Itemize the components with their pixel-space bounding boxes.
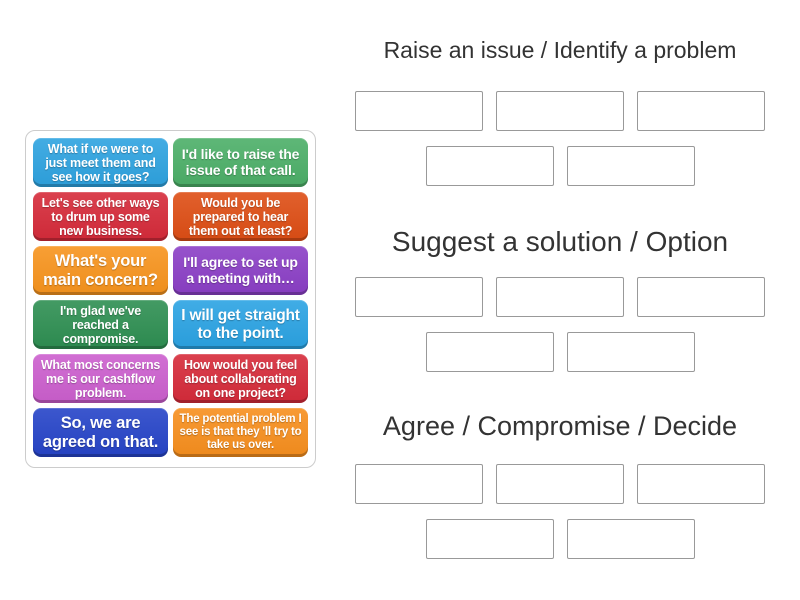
slot-row bbox=[330, 331, 790, 372]
drop-slot[interactable] bbox=[355, 276, 483, 317]
drop-slot[interactable] bbox=[496, 276, 624, 317]
card-panel: What if we were to just meet them and se… bbox=[25, 130, 316, 468]
card-text: The potential problem I see is that they… bbox=[179, 413, 302, 451]
drop-slot[interactable] bbox=[496, 90, 624, 131]
group-label: Raise an issue / Identify a problem bbox=[383, 37, 737, 63]
slot-row bbox=[330, 276, 790, 317]
slot-row bbox=[330, 90, 790, 131]
drop-slot[interactable] bbox=[355, 463, 483, 504]
drop-slot[interactable] bbox=[566, 145, 695, 186]
card-text: I'll agree to set up a meeting with… bbox=[183, 253, 298, 286]
slot-row bbox=[330, 145, 790, 186]
card-text: Let's see other ways to drum up some new… bbox=[41, 195, 160, 238]
draggable-card[interactable]: I'll agree to set up a meeting with… bbox=[173, 246, 308, 295]
draggable-card[interactable]: What if we were to just meet them and se… bbox=[33, 138, 168, 187]
group-1: Raise an issue / Identify a problem bbox=[330, 36, 790, 186]
slot-row bbox=[330, 518, 790, 559]
draggable-card[interactable]: The potential problem I see is that they… bbox=[173, 408, 308, 457]
card-text: What's your main concern? bbox=[43, 252, 158, 289]
card-text: I will get straight to the point. bbox=[181, 307, 300, 342]
slot-row bbox=[330, 463, 790, 504]
drop-slot[interactable] bbox=[425, 518, 554, 559]
drop-slot[interactable] bbox=[425, 145, 554, 186]
card-text: What most concerns me is our cashflow pr… bbox=[40, 357, 161, 400]
draggable-card[interactable]: What's your main concern? bbox=[33, 246, 168, 295]
draggable-card[interactable]: I'm glad we've reached a compromise. bbox=[33, 300, 168, 349]
draggable-card[interactable]: How would you feel about collaborating o… bbox=[173, 354, 308, 403]
drop-slot[interactable] bbox=[637, 90, 765, 131]
draggable-card[interactable]: What most concerns me is our cashflow pr… bbox=[33, 354, 168, 403]
group-label: Suggest a solution / Option bbox=[391, 225, 729, 257]
draggable-card[interactable]: Let's see other ways to drum up some new… bbox=[33, 192, 168, 241]
drop-slot[interactable] bbox=[637, 276, 765, 317]
card-text: What if we were to just meet them and se… bbox=[45, 141, 156, 184]
drop-slot[interactable] bbox=[496, 463, 624, 504]
drop-slot[interactable] bbox=[566, 331, 695, 372]
card-text: I'd like to raise the issue of that call… bbox=[181, 145, 300, 178]
group-label: Agree / Compromise / Decide bbox=[382, 410, 738, 441]
drop-slot[interactable] bbox=[566, 518, 695, 559]
card-text: How would you feel about collaborating o… bbox=[183, 357, 298, 400]
draggable-card[interactable]: So, we are agreed on that. bbox=[33, 408, 168, 457]
card-panel-grid: What if we were to just meet them and se… bbox=[33, 138, 308, 460]
drop-slot[interactable] bbox=[637, 463, 765, 504]
card-text: I'm glad we've reached a compromise. bbox=[60, 303, 141, 346]
draggable-card[interactable]: Would you be prepared to hear them out a… bbox=[173, 192, 308, 241]
draggable-card[interactable]: I'd like to raise the issue of that call… bbox=[173, 138, 308, 187]
drop-slot[interactable] bbox=[355, 90, 483, 131]
group-2: Suggest a solution / Option bbox=[330, 224, 790, 372]
card-text: So, we are agreed on that. bbox=[42, 414, 159, 451]
group-3: Agree / Compromise / Decide bbox=[330, 410, 790, 559]
draggable-card[interactable]: I will get straight to the point. bbox=[173, 300, 308, 349]
card-text: Would you be prepared to hear them out a… bbox=[188, 195, 293, 238]
drop-slot[interactable] bbox=[425, 331, 554, 372]
